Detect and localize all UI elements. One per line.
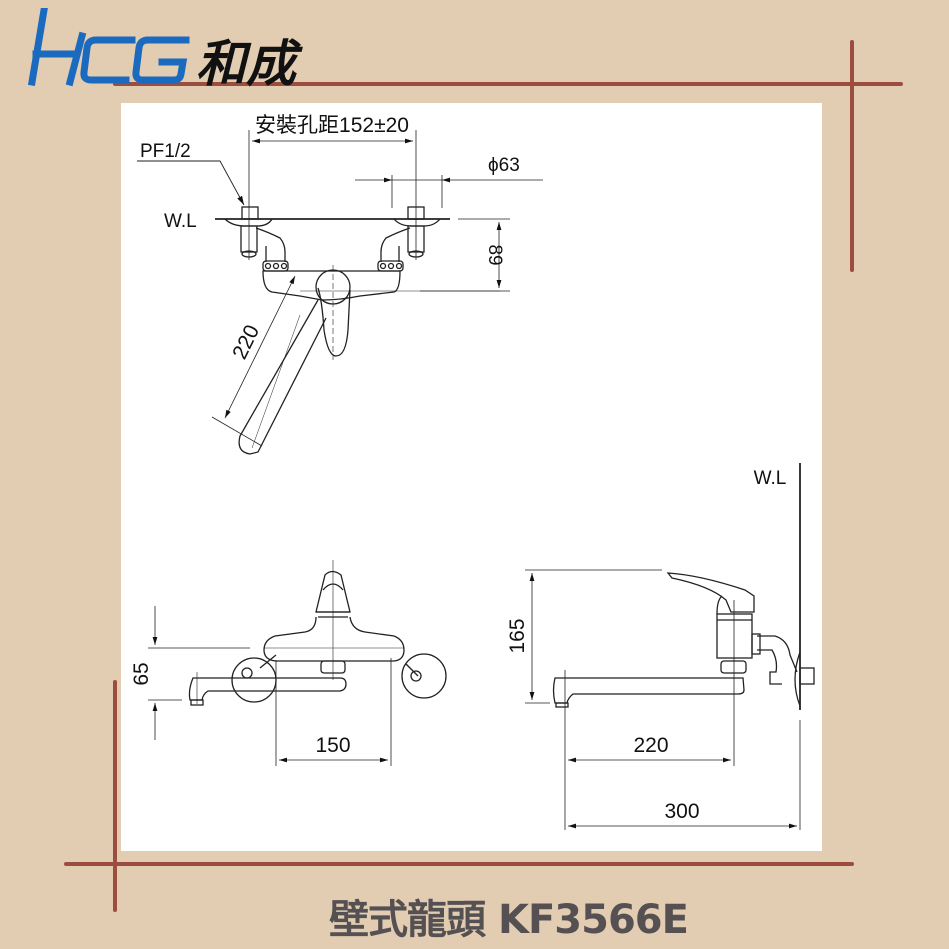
product-caption: 壁式龍頭 KF3566E: [0, 887, 949, 945]
spout-length-dim-220: 220: [228, 321, 264, 363]
side-height-dim-165: 165: [506, 618, 529, 653]
frame-line-left: [113, 680, 117, 912]
center-distance-dim-150: 150: [315, 734, 350, 757]
brand-chinese: 和成: [196, 35, 303, 88]
mount-distance-label: 安裝孔距152±20: [255, 114, 409, 137]
drawing-panel: [121, 103, 822, 851]
flange-diameter-label: ϕ63: [488, 155, 520, 176]
side-view: [525, 463, 815, 830]
front-height-dim-65: 65: [130, 662, 153, 685]
front-view: [148, 560, 447, 766]
top-wall-line-label: W.L: [164, 211, 197, 232]
product-title: 壁式龍頭 KF3566E: [329, 897, 689, 943]
frame-line-right: [850, 40, 854, 272]
spout-reach-dim-220: 220: [633, 734, 668, 757]
hcg-logo: 和成: [27, 8, 303, 88]
top-view: [137, 130, 543, 455]
frame-line-bottom: [64, 862, 854, 866]
frame-line-top: [113, 82, 903, 86]
depth-dim-89: 89: [484, 244, 505, 265]
side-wall-line-label: W.L: [754, 468, 787, 489]
thread-label: PF1/2: [140, 141, 191, 162]
total-depth-dim-300: 300: [664, 800, 699, 823]
